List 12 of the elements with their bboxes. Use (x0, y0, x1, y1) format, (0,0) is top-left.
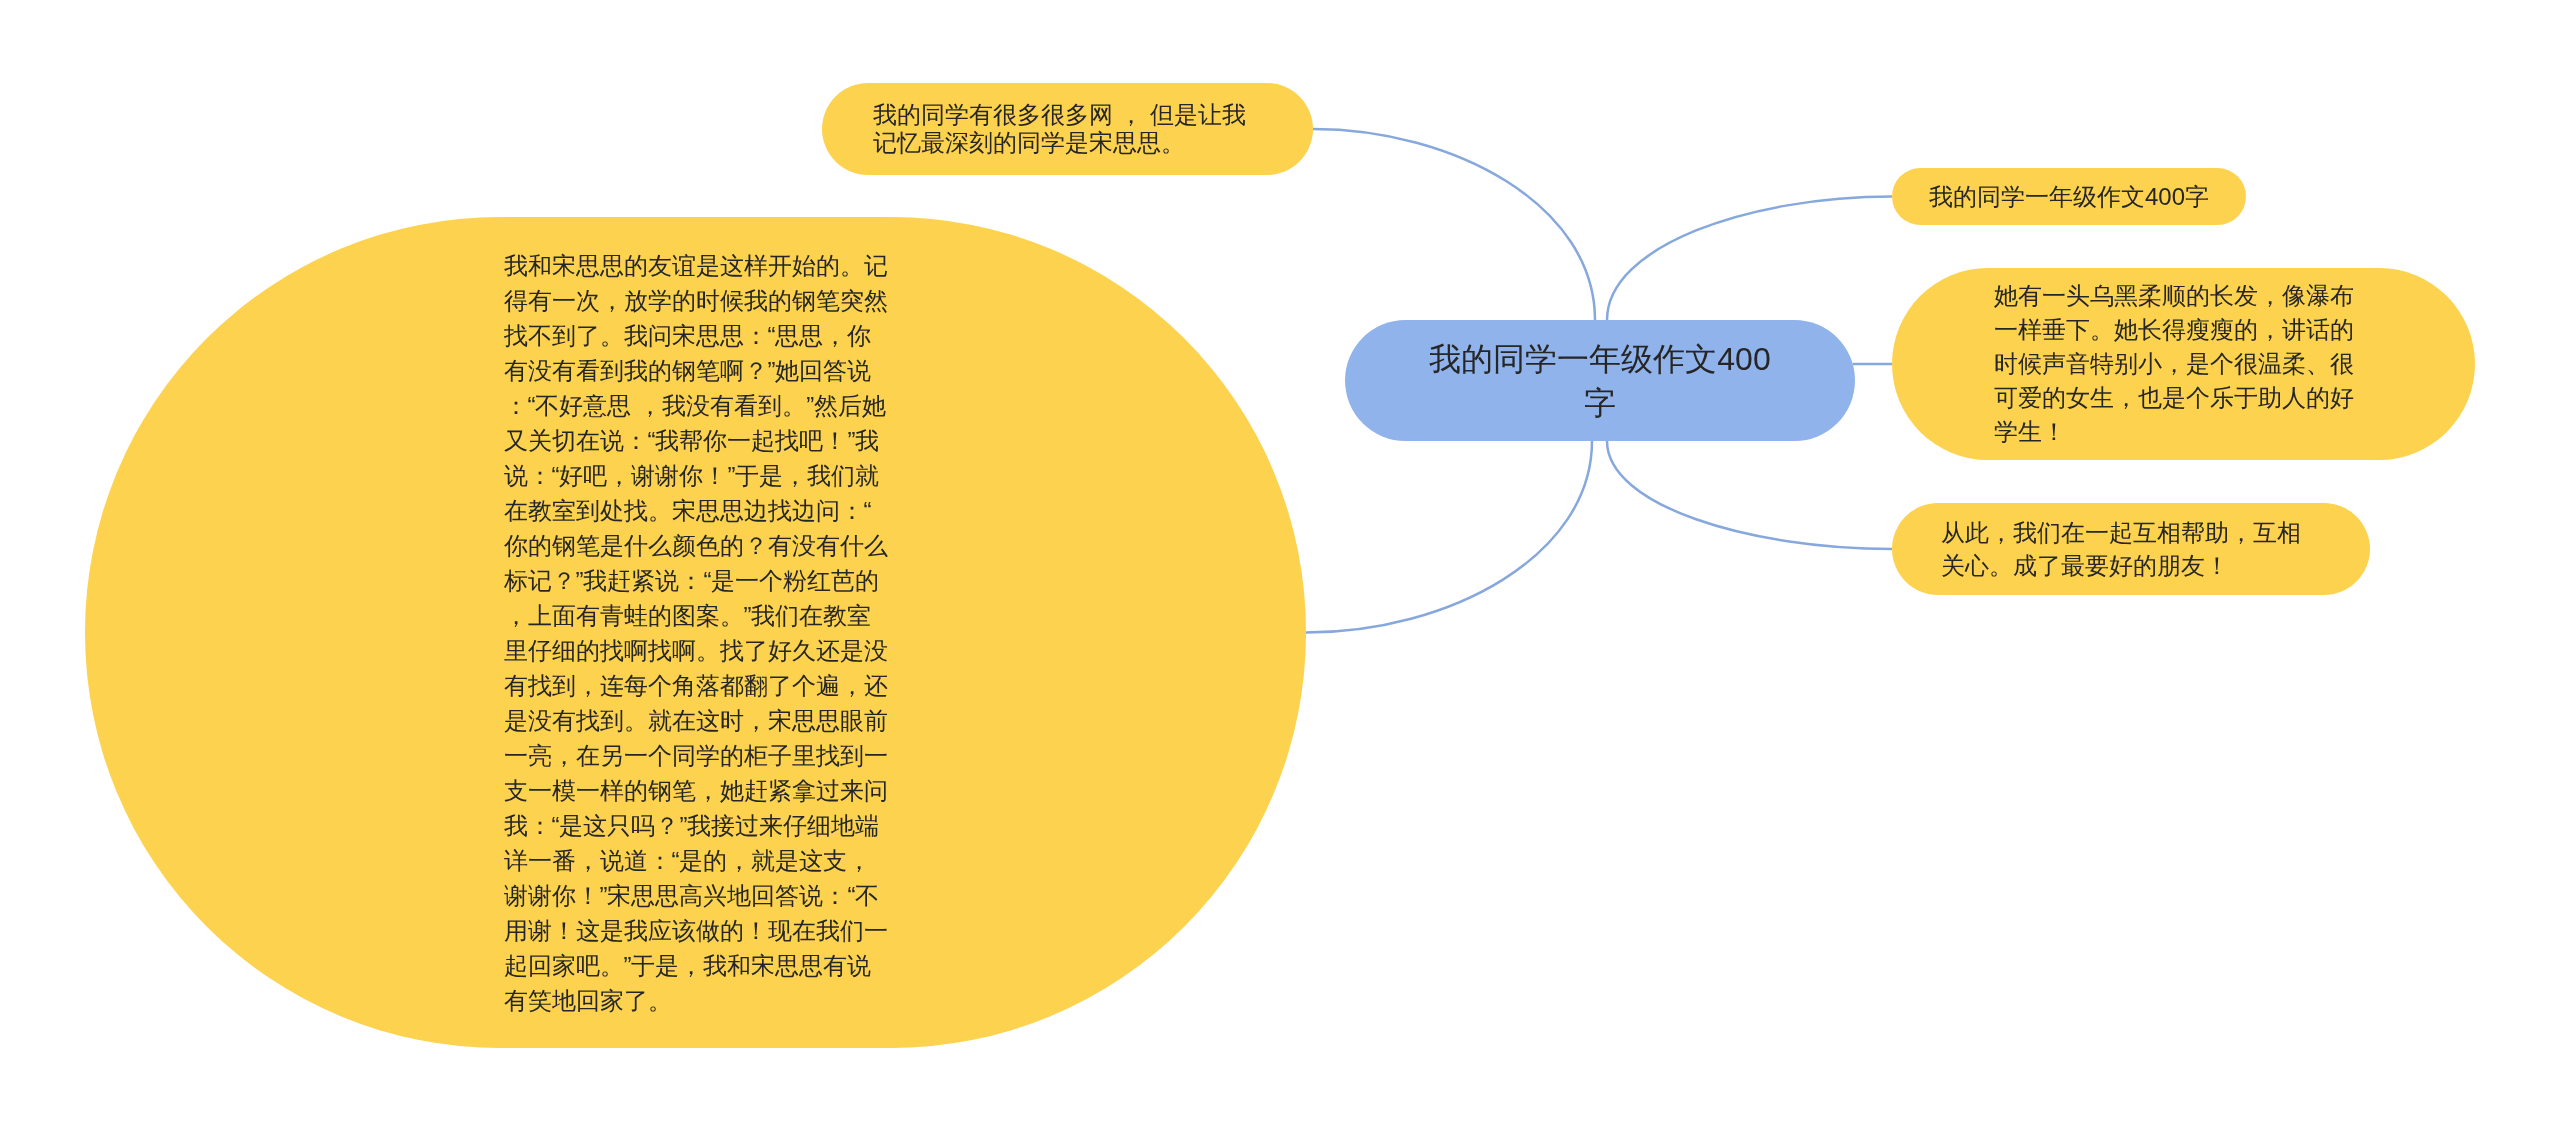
connector-curve (1305, 440, 1594, 634)
connector-curve (1312, 127, 1597, 321)
subtopic-text: 我的同学有很多很多网 ， 但是让我记忆最深刻的同学是宋思思。 (872, 101, 1247, 157)
subtopic-text: 我和宋思思的友谊是这样开始的。记得有一次，放学的时候我的钢笔突然找不到了。我问宋思思：“思思，你有没有看到我的钢笔啊？”她回答说：“不好意思 ，我没有看到。”然后她又关切在说：“我帮你一起找吧！”我说：“好吧，谢谢你！”于是，我们就在教室到处找。宋思思边找边问：“你的钢笔是什么颜色的？有没有什么标记？”我赶紧说：“是一个粉红芭的，上面有青蛙的图案。”我们在教室里仔细的找啊找啊。找了好久还是没有找到，连每个角落都翻了个遍，还是没有找到。就在这时，宋思思眼前一亮，在另一个同学的柜子里找到一支一模一样的钢笔，她赶紧拿过来问我：“是这只吗？”我接过来仔细地端详一番，说道：“是的，就是这支，谢谢你！”宋思思高兴地回答说：“不用谢！这是我应该做的！现在我们一起回家吧。”于是，我和宋思思有说有笑地回家了。 (503, 250, 888, 1016)
subtopic-text: 从此，我们在一起互相帮助，互相关心。成了最要好的朋友！ (1941, 518, 2302, 581)
connector-curve (1852, 362, 1892, 366)
subtopic-text: 我的同学一年级作文400字 (1927, 181, 2210, 212)
connector-curve (1605, 195, 1893, 321)
subtopic-text: 她有一头乌黑柔顺的长发，像瀑布一样垂下。她长得瘦瘦的，讲话的时候声音特别小，是个很温柔、很可爱的女生，也是个乐于助人的好学生！ (1993, 281, 2355, 447)
topic-title: 我的同学一年级作文400字 (1428, 339, 1772, 423)
connector-curve (1605, 440, 1893, 551)
subtopic-bubble (1892, 168, 2246, 225)
